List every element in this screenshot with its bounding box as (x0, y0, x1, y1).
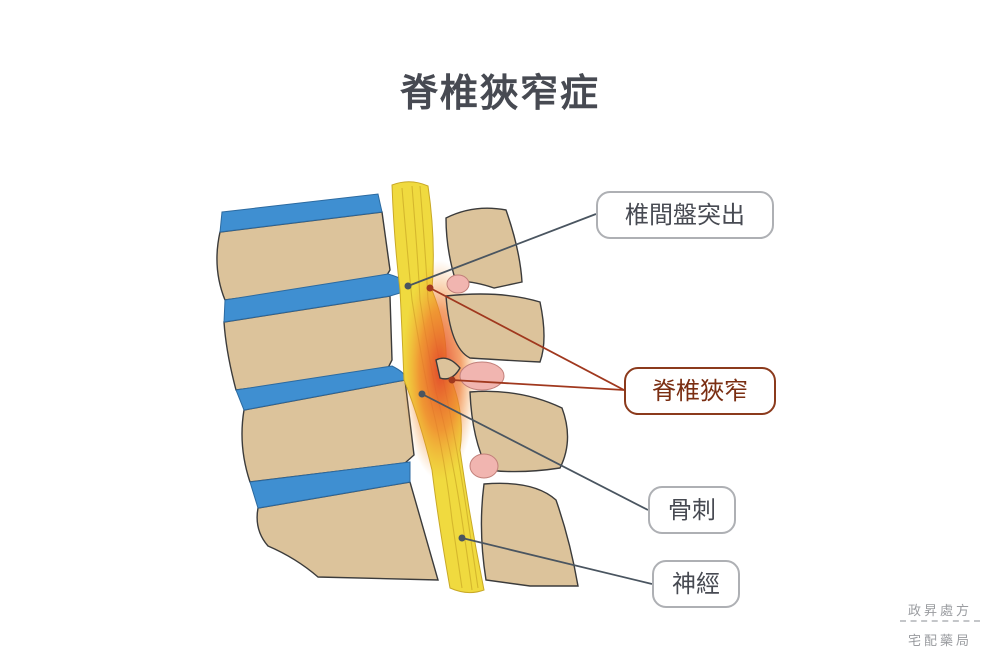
label-bone-spur: 骨刺 (648, 486, 736, 534)
brand-divider (900, 620, 980, 622)
brand-line-1: 政昇處方 (898, 600, 982, 619)
brand-line-2: 宅配藥局 (898, 630, 982, 649)
label-disc-herniation: 椎間盤突出 (596, 191, 774, 239)
spinous-process-4 (481, 483, 578, 586)
label-nerve: 神經 (652, 560, 740, 608)
label-stenosis: 脊椎狹窄 (624, 367, 776, 415)
